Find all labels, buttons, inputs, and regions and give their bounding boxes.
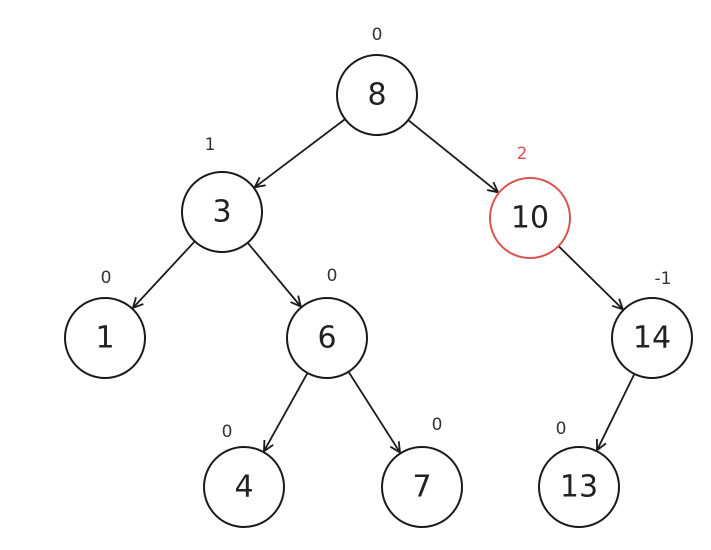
balance-factor-10: 2: [517, 144, 528, 164]
tree-node-1: 10: [64, 268, 146, 379]
tree-node-10: 10 2: [489, 144, 571, 259]
node-circle-3: [181, 171, 263, 253]
node-value-1: 1: [95, 321, 114, 356]
edge-6-to-4: [264, 372, 309, 451]
node-value-6: 6: [317, 321, 336, 356]
balance-factor-14: -1: [655, 269, 672, 289]
node-circle-10: [489, 177, 571, 259]
tree-node-8: 80: [336, 25, 418, 136]
tree-node-4: 40: [203, 422, 285, 528]
balance-factor-6: 0: [327, 266, 338, 286]
balance-factor-13: 0: [556, 419, 567, 439]
tree-node-7: 70: [381, 415, 463, 528]
node-value-8: 8: [367, 78, 386, 113]
edge-14-to-13: [597, 373, 636, 450]
node-circle-1: [64, 297, 146, 379]
tree-node-3: 31: [181, 135, 263, 253]
node-circle-7: [381, 446, 463, 528]
node-value-13: 13: [560, 470, 598, 505]
balance-factor-3: 1: [205, 135, 216, 155]
balance-factor-4: 0: [222, 422, 233, 442]
tree-node-13: 13 0: [538, 419, 620, 528]
balance-factor-7: 0: [432, 415, 443, 435]
edges: [133, 118, 636, 453]
node-circle-13: [538, 446, 620, 528]
node-circle-4: [203, 446, 285, 528]
edge-10-to-14: [557, 245, 623, 309]
edge-3-to-6: [246, 242, 301, 307]
node-circle-14: [611, 297, 693, 379]
edge-8-to-10: [407, 119, 498, 192]
node-value-4: 4: [234, 470, 253, 505]
balance-factor-1: 0: [101, 268, 112, 288]
node-value-10: 10: [511, 201, 549, 236]
edge-8-to-3: [255, 118, 346, 187]
tree-node-6: 60: [286, 266, 368, 379]
node-value-3: 3: [212, 195, 231, 230]
edge-3-to-1: [133, 240, 196, 308]
node-value-7: 7: [412, 470, 431, 505]
node-circle-6: [286, 297, 368, 379]
node-value-14: 14: [633, 321, 671, 356]
node-circle-8: [336, 54, 418, 136]
edge-6-to-7: [347, 371, 400, 453]
balance-factor-8: 0: [372, 25, 383, 45]
tree-node-14: 14 -1: [611, 269, 693, 379]
